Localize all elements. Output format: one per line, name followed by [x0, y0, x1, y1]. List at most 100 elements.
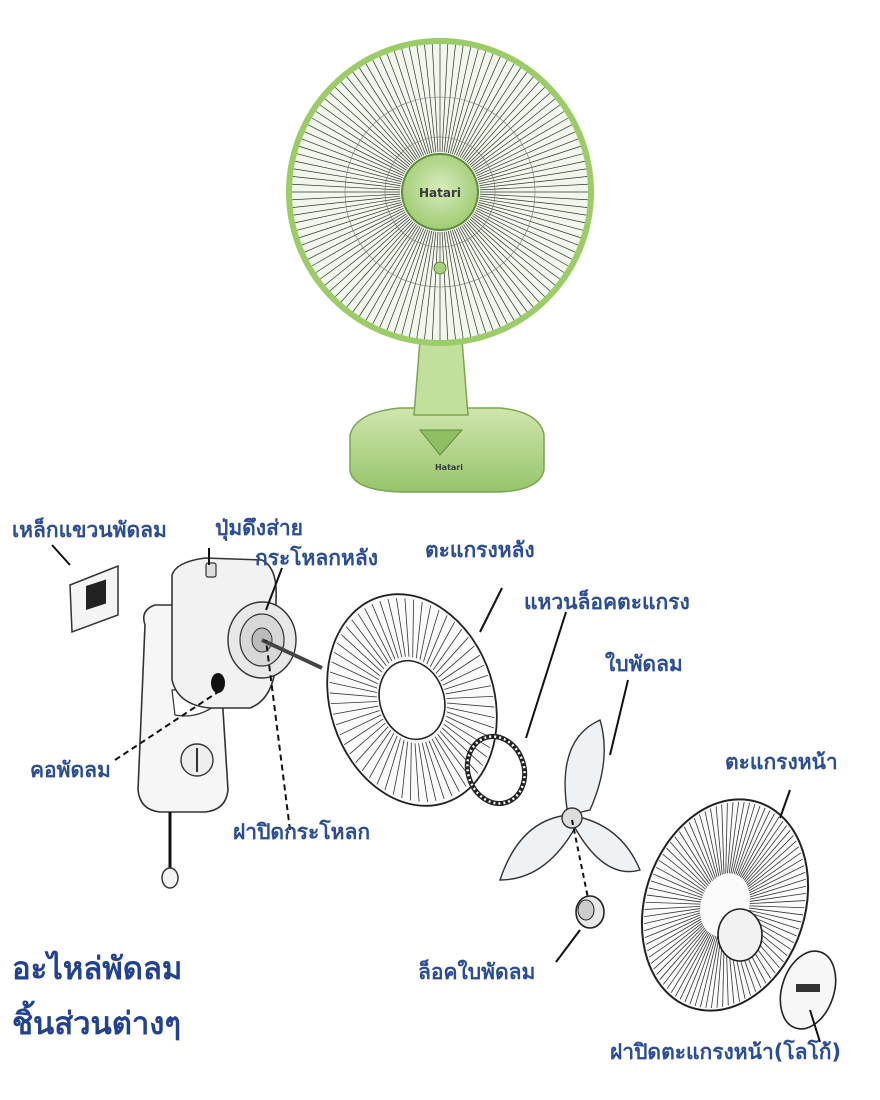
grille-spoke: [744, 830, 791, 883]
grille-spoke: [644, 914, 701, 938]
grille-spoke: [748, 909, 802, 923]
grille-spoke: [424, 44, 437, 153]
grille-spoke: [749, 900, 806, 905]
grille-spoke: [304, 207, 404, 253]
grille-spoke: [476, 207, 576, 253]
grille-spoke: [743, 825, 788, 881]
grille-spoke: [401, 48, 430, 154]
grille-spoke: [645, 901, 701, 905]
grille-spoke: [365, 63, 421, 158]
grille-spoke: [386, 229, 426, 331]
grille-spoke: [293, 197, 401, 216]
grille-spoke: [678, 831, 712, 883]
grille-spoke: [479, 183, 588, 191]
grille-spoke: [477, 206, 579, 246]
grille-spoke: [320, 104, 408, 169]
grille-spoke: [479, 199, 585, 224]
grille-spoke: [349, 722, 386, 755]
grille-spoke: [401, 741, 409, 799]
grille-spoke: [705, 936, 720, 1008]
label-pull-switch: ปุ่มดึงส่าย: [215, 516, 303, 540]
grille-spoke: [332, 705, 379, 715]
grille-spoke: [644, 912, 701, 932]
grille-spoke: [470, 98, 556, 168]
grille-spoke: [292, 183, 401, 191]
grille-spoke: [425, 741, 445, 800]
grille-spoke: [459, 226, 515, 321]
grille-spoke: [301, 138, 403, 178]
grille-spoke: [457, 227, 508, 325]
grille-spoke: [392, 740, 405, 795]
grille-spoke: [299, 204, 403, 239]
grille-spoke: [346, 76, 416, 162]
grille-spoke: [346, 222, 416, 308]
grille-spoke: [666, 930, 708, 990]
grille-spoke: [710, 936, 722, 1009]
grille-spoke: [428, 740, 453, 796]
grille-spoke: [357, 613, 390, 664]
grille-spoke: [748, 858, 803, 892]
grille-spoke: [344, 718, 384, 746]
grille-spoke: [299, 145, 403, 180]
grille-spoke: [364, 608, 393, 662]
grille-spoke: [408, 231, 433, 337]
grille-spoke: [329, 671, 378, 689]
grille-spoke: [446, 702, 495, 708]
grille-spoke: [653, 873, 704, 896]
grille-spoke: [715, 806, 723, 875]
grille-spoke: [688, 822, 715, 880]
grille-spoke: [700, 936, 718, 1008]
assembled-fan: Hatari Hatari: [286, 38, 594, 493]
grille-spoke: [379, 56, 425, 156]
grille-spoke: [464, 76, 534, 162]
grille-spoke: [296, 202, 402, 231]
grille-spoke: [721, 804, 725, 875]
grille-spoke: [372, 227, 423, 325]
grille-spoke: [345, 626, 385, 670]
grille-spoke: [473, 213, 565, 273]
grille-spoke: [644, 908, 701, 917]
front-guard-drawing: [640, 798, 810, 1012]
grille-spoke: [431, 44, 439, 153]
grille-spoke: [452, 229, 487, 333]
grille-spoke: [315, 213, 407, 273]
grille-spoke: [477, 138, 579, 178]
grille-spoke: [461, 67, 521, 159]
grille-spoke: [372, 59, 423, 157]
grille-spoke: [656, 926, 705, 975]
grille-spoke: [699, 814, 718, 878]
grille-spoke: [746, 840, 797, 886]
grille-spoke: [670, 931, 709, 994]
grille-spoke: [473, 111, 565, 171]
grille-spoke: [653, 924, 704, 970]
grille-spoke: [365, 226, 421, 321]
grille-spoke: [454, 229, 494, 331]
grille-spoke: [735, 805, 761, 875]
grille-spoke: [351, 619, 387, 667]
grille-spoke: [447, 707, 495, 719]
grille-spoke: [441, 231, 449, 340]
fan-hub: [401, 153, 479, 231]
grille-spoke: [683, 826, 713, 882]
grille-spoke: [395, 598, 406, 657]
label-rear-guard: ตะแกรงหลัง: [425, 538, 535, 562]
grille-spoke: [324, 98, 410, 168]
grille-spoke: [749, 878, 806, 898]
grille-spoke: [476, 131, 576, 177]
label-wall-bracket: เหล็กแขวนพัดลม: [12, 518, 167, 542]
grille-spoke: [320, 215, 408, 280]
grille-spoke: [477, 145, 581, 180]
grille-spoke: [415, 601, 423, 659]
grille-spoke: [468, 87, 545, 164]
grille-spoke: [643, 910, 701, 925]
label-fan-blade: ใบพัดลม: [605, 652, 683, 676]
grille-spoke: [434, 736, 467, 787]
grille-spoke: [292, 193, 401, 201]
grille-spoke: [662, 929, 707, 985]
grille-spoke: [479, 193, 588, 201]
grille-spoke: [295, 199, 401, 224]
label-housing-cover: ฝาปิดกระโหลก: [233, 820, 371, 844]
grille-spoke: [447, 231, 472, 337]
grille-spoke: [335, 87, 412, 164]
